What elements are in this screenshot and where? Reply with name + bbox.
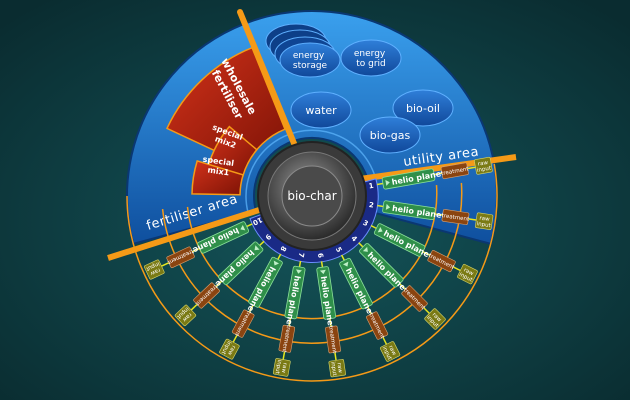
special-mix1-label: special mix1 (201, 155, 238, 179)
helio-arrow-icon (377, 226, 383, 233)
treatment-box (325, 325, 341, 354)
raw-input-box (219, 338, 240, 360)
raw-input-box (475, 212, 494, 230)
unit-number: 7 (297, 252, 306, 258)
treatment-box (366, 311, 389, 340)
raw-input-box (424, 308, 446, 330)
outer-ring (126, 163, 498, 382)
energy-storage-stack[interactable]: energy storage (265, 23, 341, 78)
bio-gas-label: bio-gas (370, 129, 411, 142)
raw-input-label: rawinput (476, 159, 493, 173)
treatment-box (166, 246, 195, 269)
distribution-rings (126, 163, 498, 382)
wholesale-fertiliser-fan[interactable] (166, 46, 286, 167)
unit-number: 5 (334, 246, 343, 254)
unit-number: 4 (350, 234, 359, 243)
raw-input-box (457, 264, 478, 285)
helio-planet-bar (197, 221, 250, 254)
helio-planet-bar (382, 200, 436, 221)
helio-planet-bar (381, 168, 436, 190)
bio-oil-label: bio-oil (406, 102, 440, 115)
special-mix2-fan[interactable] (207, 125, 258, 178)
unit-number: 8 (278, 245, 287, 253)
treatment-box (401, 285, 428, 312)
unit-number: 2 (368, 201, 374, 210)
helio-arrow-icon (385, 203, 391, 210)
helio-arrow-icon (362, 246, 368, 252)
treatment-label: treatment (441, 166, 470, 177)
raw-input-box (144, 259, 165, 280)
helio-planet-bar (339, 257, 373, 310)
helio-planet-bar (373, 223, 426, 257)
raw-input-box (380, 341, 401, 362)
raw-input-label: rawinput (329, 360, 343, 377)
energy-to-grid-oval[interactable]: energy to grid (340, 39, 402, 77)
bio-char-label: bio-char (287, 189, 336, 203)
raw-input-box (272, 358, 291, 377)
raw-input-label: rawinput (144, 260, 163, 277)
middle-ring (161, 182, 463, 344)
helio-planet-bar (248, 256, 283, 308)
energy-to-grid-label: energy to grid (354, 49, 388, 69)
helio-planet-bar (359, 243, 404, 288)
unit-number: 1 (368, 182, 374, 191)
bio-gas-oval[interactable]: bio-gas (359, 116, 421, 154)
divider-left-horizontal (107, 202, 276, 261)
unit-number: 6 (316, 252, 325, 258)
water-label: water (305, 104, 337, 117)
bio-oil-oval[interactable]: bio-oil (392, 89, 454, 127)
treatment-box (231, 309, 255, 338)
treatment-box (441, 209, 470, 225)
helio-arrow-icon (296, 269, 302, 274)
raw-input-box (474, 156, 493, 175)
water-oval[interactable]: water (290, 91, 352, 129)
helio-arrow-icon (319, 269, 326, 275)
treatment-box (278, 324, 296, 353)
divider-diagonal (237, 9, 303, 161)
treatment-box (440, 162, 469, 180)
helio-planet-bar (284, 265, 306, 320)
treatment-box (427, 250, 456, 273)
raw-input-label: rawinput (274, 359, 288, 376)
bio-char-hub[interactable]: bio-char (257, 141, 367, 251)
energy-storage-label: energy storage (293, 51, 328, 71)
helio-planet-bar (316, 266, 337, 320)
unit-number: 10 (251, 215, 263, 226)
helio-arrow-icon (385, 180, 390, 186)
special-mix1-fan[interactable] (191, 159, 245, 196)
raw-input-label: rawinput (476, 215, 493, 229)
treatment-label: treatment (441, 213, 470, 223)
helio-arrow-icon (273, 260, 280, 266)
treatment-label: treatment (280, 325, 291, 354)
utility-items: energy storage energy to grid water bio-… (265, 23, 454, 154)
unit-number: 9 (263, 232, 272, 241)
helio-planet-bar (218, 241, 264, 286)
helio-arrow-icon (342, 261, 349, 267)
inner-ring (186, 185, 438, 320)
fertiliser-products: wholesale fertiliser special mix2 specia… (166, 46, 286, 196)
treatment-box (193, 282, 220, 309)
helio-arrow-icon (254, 245, 260, 251)
unit-number: 3 (361, 219, 369, 228)
raw-input-box (328, 359, 346, 378)
treatment-label: treatment (327, 326, 337, 355)
raw-input-box (174, 304, 197, 327)
helio-arrow-icon (240, 224, 246, 231)
